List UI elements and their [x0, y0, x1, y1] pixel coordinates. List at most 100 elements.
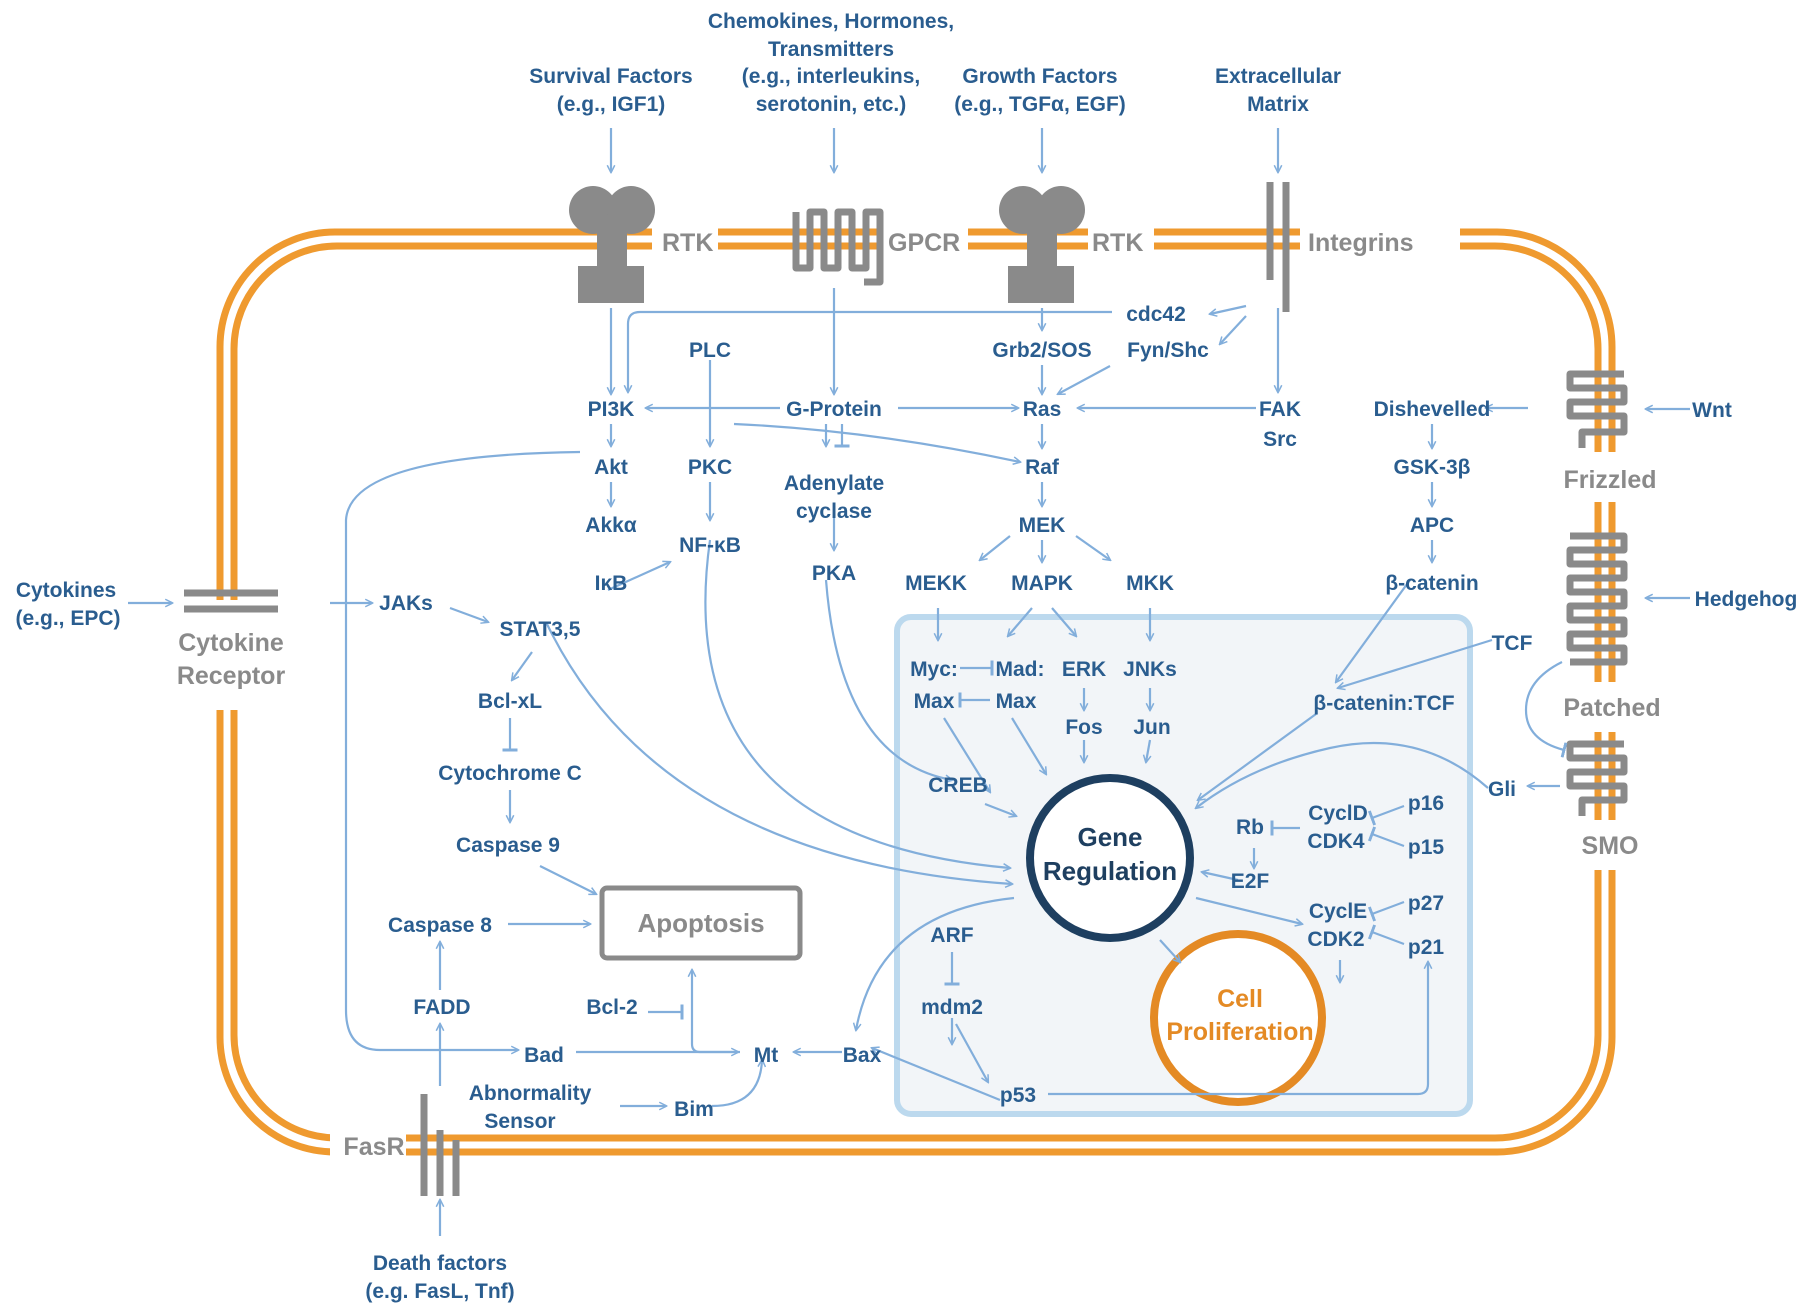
- gsk3b-label: GSK-3β: [1394, 456, 1471, 479]
- bcl2-label: Bcl-2: [586, 996, 637, 1019]
- p53-label: p53: [1000, 1084, 1036, 1107]
- p27-label: p27: [1408, 892, 1444, 915]
- smo-label: SMO: [1582, 832, 1639, 860]
- pi3k-label: PI3K: [588, 398, 635, 421]
- nucleus-labels: TCF Myc: Mad: ERK JNKs Max Max Fos Jun β…: [910, 632, 1533, 1107]
- gene-regulation-label-2: Regulation: [1043, 856, 1177, 886]
- cell-proliferation-label-2: Proliferation: [1166, 1018, 1313, 1046]
- integrins-label: Integrins: [1308, 229, 1414, 257]
- plc-label: PLC: [689, 339, 731, 362]
- ras-label: Ras: [1023, 398, 1062, 421]
- fasr-receptor-icon: [420, 1094, 460, 1196]
- jaks-label: JAKs: [379, 592, 433, 615]
- chemokines-label-1: Chemokines, Hormones,: [708, 10, 954, 33]
- survival-factors-label-1: Survival Factors: [529, 65, 692, 88]
- akt-label: Akt: [594, 456, 628, 479]
- cytokines-label-2: (e.g., EPC): [15, 607, 120, 630]
- gli-label: Gli: [1488, 778, 1516, 801]
- tcf-label: TCF: [1492, 632, 1533, 655]
- stat35-label: STAT3,5: [500, 618, 581, 641]
- death-factors-label-1: Death factors: [373, 1252, 507, 1275]
- bclxl-label: Bcl-xL: [478, 690, 542, 713]
- receptor-labels: RTK GPCR RTK Integrins Cytokine Receptor…: [177, 229, 1661, 1161]
- frizzled-label: Frizzled: [1563, 466, 1656, 494]
- cytochrome-c-label: Cytochrome C: [438, 762, 582, 785]
- adenylate-cyclase-label-1: Adenylate: [784, 472, 884, 495]
- caspase8-label: Caspase 8: [388, 914, 492, 937]
- mt-label: Mt: [754, 1044, 779, 1067]
- fadd-label: FADD: [413, 996, 470, 1019]
- cytokine-receptor-icon: [184, 589, 278, 613]
- p21-label: p21: [1408, 936, 1445, 959]
- gpcr-receptor-icon: [792, 208, 884, 286]
- jnks-label: JNKs: [1123, 658, 1177, 681]
- g-protein-label: G-Protein: [786, 398, 882, 421]
- p15-label: p15: [1408, 836, 1445, 859]
- cytokines-label-1: Cytokines: [16, 579, 116, 602]
- growth-factors-label-1: Growth Factors: [962, 65, 1117, 88]
- survival-factors-label-2: (e.g., IGF1): [557, 93, 666, 116]
- apoptosis-label: Apoptosis: [637, 908, 764, 938]
- gene-regulation-ring: [1026, 774, 1194, 942]
- src-label: Src: [1263, 428, 1297, 451]
- rtk-receptor-1-icon: [569, 186, 655, 303]
- extracellular-labels: Survival Factors (e.g., IGF1) Chemokines…: [15, 10, 1797, 1303]
- pathway-edges: [128, 128, 1690, 1236]
- fyn-shc-label: Fyn/Shc: [1127, 339, 1209, 362]
- pkc-label: PKC: [688, 456, 732, 479]
- cdc42-label: cdc42: [1126, 303, 1186, 326]
- gpcr-label: GPCR: [888, 229, 960, 257]
- raf-label: Raf: [1025, 456, 1060, 479]
- beta-catenin-label: β-catenin: [1385, 572, 1478, 595]
- dishevelled-label: Dishevelled: [1374, 398, 1491, 421]
- mapk-label: MAPK: [1011, 572, 1073, 595]
- membrane-label-gaps: [170, 222, 1660, 1164]
- cyce-label: CyclE: [1309, 900, 1367, 923]
- apc-label: APC: [1410, 514, 1454, 537]
- pka-label: PKA: [812, 562, 856, 585]
- mdm2-label: mdm2: [921, 996, 983, 1019]
- bim-label: Bim: [674, 1098, 714, 1121]
- adenylate-cyclase-label-2: cyclase: [796, 500, 872, 523]
- mekk-label: MEKK: [905, 572, 967, 595]
- cytokine-receptor-label-2: Receptor: [177, 662, 286, 690]
- smo-receptor-icon: [1566, 740, 1628, 816]
- chemokines-label-3: (e.g., interleukins,: [742, 65, 921, 88]
- nfkb-label: NF-κB: [679, 534, 741, 557]
- growth-factors-label-2: (e.g., TGFα, EGF): [954, 93, 1126, 116]
- patched-label: Patched: [1563, 694, 1660, 722]
- cell-proliferation-label-1: Cell: [1217, 985, 1263, 1013]
- bax-label: Bax: [843, 1044, 882, 1067]
- cycd-label: CyclD: [1308, 802, 1368, 825]
- p16-label: p16: [1408, 792, 1444, 815]
- chemokines-label-2: Transmitters: [768, 38, 894, 61]
- max-left-label: Max: [914, 690, 955, 713]
- abnormality-sensor-label-2: Sensor: [484, 1110, 555, 1133]
- extracellular-matrix-label-2: Matrix: [1247, 93, 1309, 116]
- rtk-1-label: RTK: [662, 229, 713, 257]
- rtk-receptor-2-icon: [999, 186, 1085, 303]
- arf-label: ARF: [930, 924, 973, 947]
- integrin-receptor-icon: [1266, 182, 1290, 312]
- hedgehog-label: Hedgehog: [1695, 588, 1798, 611]
- extracellular-matrix-label-1: Extracellular: [1215, 65, 1341, 88]
- creb-label: CREB: [928, 774, 988, 797]
- myc-label: Myc:: [910, 658, 958, 681]
- rb-label: Rb: [1236, 816, 1264, 839]
- erk-label: ERK: [1062, 658, 1106, 681]
- max-right-label: Max: [996, 690, 1037, 713]
- apoptosis-box: [599, 885, 803, 961]
- ikb-label: IκB: [595, 572, 628, 595]
- grb2-sos-label: Grb2/SOS: [992, 339, 1091, 362]
- mek-label: MEK: [1019, 514, 1066, 537]
- patched-receptor-icon: [1566, 532, 1628, 666]
- mad-label: Mad:: [996, 658, 1045, 681]
- chemokines-label-4: serotonin, etc.): [756, 93, 907, 116]
- fak-label: FAK: [1259, 398, 1301, 421]
- beta-catenin-tcf-label: β-catenin:TCF: [1313, 692, 1454, 715]
- fos-label: Fos: [1065, 716, 1102, 739]
- gene-regulation-label-1: Gene: [1077, 822, 1142, 852]
- rtk-2-label: RTK: [1092, 229, 1143, 257]
